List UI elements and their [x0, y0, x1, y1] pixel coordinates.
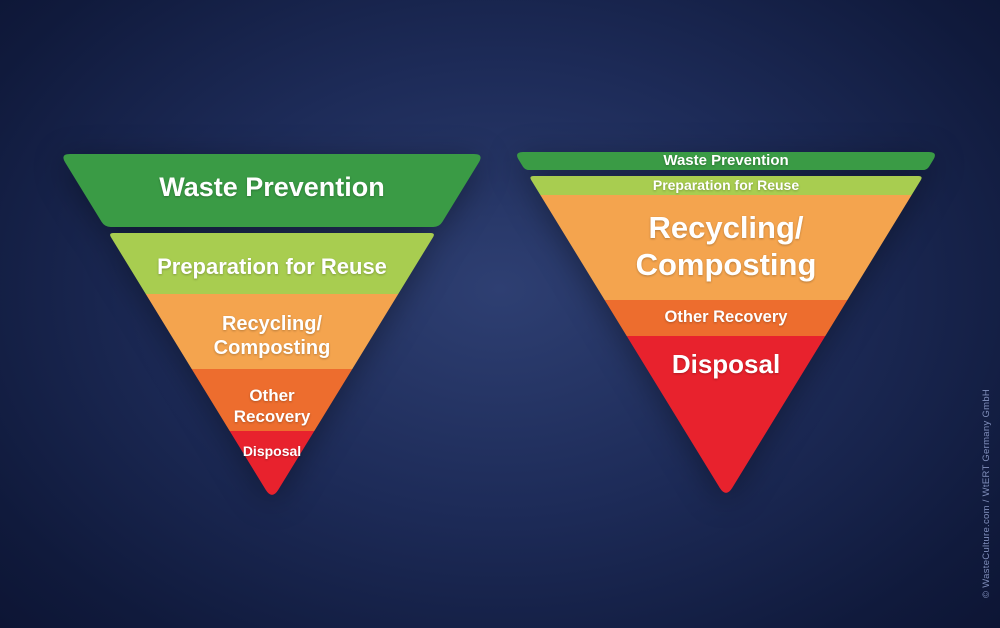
- pyramid-left: Waste Prevention Preparation for Reuse R…: [60, 154, 484, 500]
- pyramid-left-graphic: [63, 154, 481, 495]
- band-recycling-composting: [110, 294, 434, 369]
- pyramid-right-graphic: [517, 152, 935, 493]
- band-preparation-for-reuse: [530, 176, 922, 195]
- band-disposal: [530, 336, 922, 493]
- pyramid-right: Waste Prevention Preparation for Reuse R…: [514, 152, 938, 498]
- band-waste-prevention: [517, 152, 935, 170]
- band-disposal: [110, 431, 434, 495]
- band-waste-prevention: [63, 154, 481, 227]
- copyright-text: © WasteCulture.com / WtERT Germany GmbH: [981, 388, 992, 598]
- band-recycling-composting: [530, 195, 922, 300]
- band-other-recovery: [110, 369, 434, 431]
- band-preparation-for-reuse: [110, 233, 434, 294]
- band-other-recovery: [530, 300, 922, 336]
